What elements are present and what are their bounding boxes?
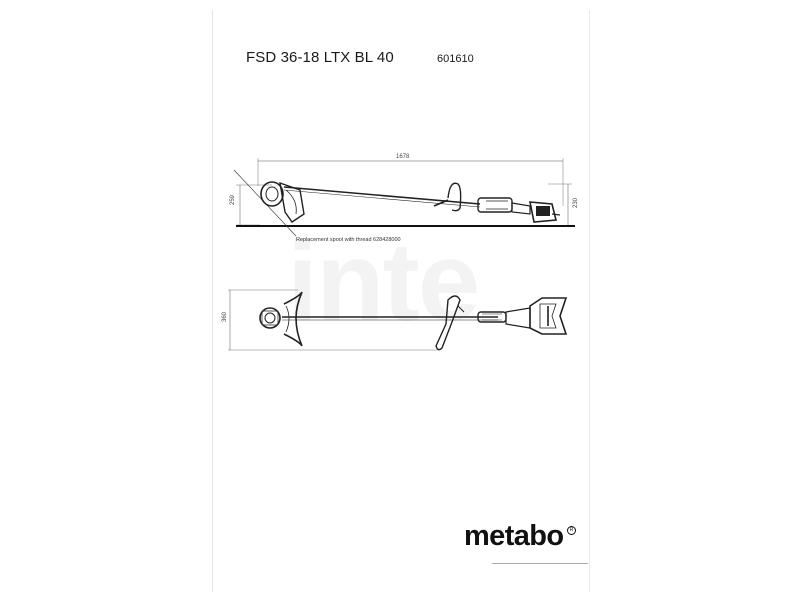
watermark: inte — [287, 219, 480, 344]
dim-width-label: 360 — [222, 311, 228, 322]
model-title: FSD 36-18 LTX BL 40 — [246, 49, 394, 66]
metabo-logo: metabo — [464, 520, 564, 552]
dim-height-head-label: 259 — [230, 194, 236, 205]
article-number: 601610 — [437, 53, 474, 65]
spool-note: Replacement spool with thread 628428000 — [296, 237, 401, 243]
registered-mark-icon: R — [567, 526, 576, 535]
top-view — [228, 289, 568, 351]
footer-divider — [492, 563, 588, 564]
dim-length-label: 1678 — [396, 154, 410, 160]
spec-sheet — [212, 10, 590, 592]
side-view — [233, 158, 575, 237]
dim-height-rear-label: 230 — [573, 197, 579, 208]
